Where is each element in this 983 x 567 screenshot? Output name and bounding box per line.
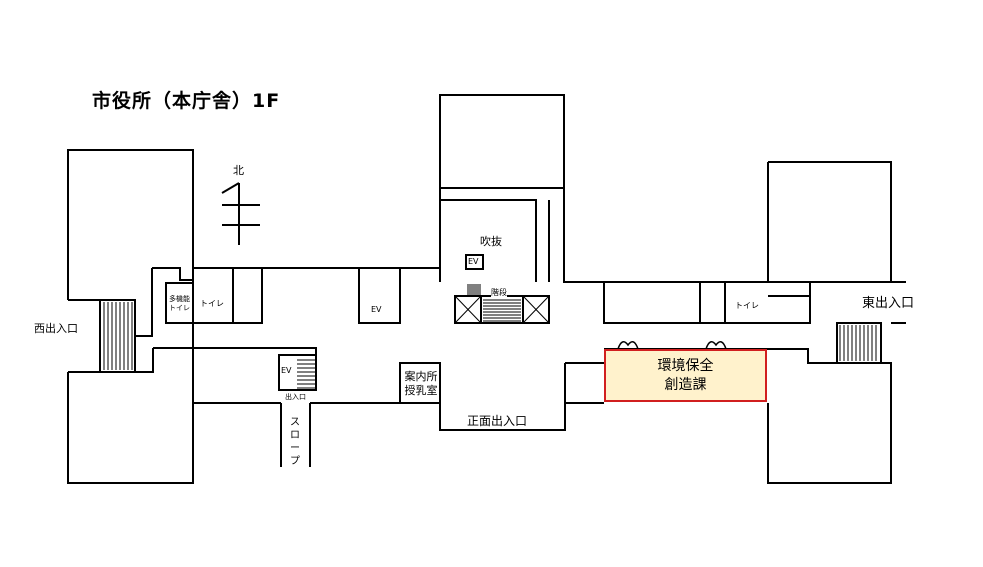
small-exit-label: 出入口: [285, 393, 306, 401]
elevator-label: EV: [371, 305, 382, 314]
slope-label: ス ロ ー プ: [290, 417, 300, 467]
toilet-east-label: トイレ: [735, 301, 759, 310]
multi-toilet-label: 多機能 トイレ: [169, 295, 190, 312]
front-entrance-label: 正面出入口: [467, 414, 528, 428]
toilet-west-label: トイレ: [200, 299, 224, 308]
highlighted-office-name: 環境保全 創造課: [657, 357, 714, 393]
stairs-label: 階段: [491, 288, 507, 297]
elevator-label: EV: [468, 257, 479, 266]
west-entrance-label: 西出入口: [34, 322, 78, 335]
highlighted-office: 環境保全 創造課: [604, 349, 767, 402]
elevator-label: EV: [281, 366, 292, 375]
east-entrance-label: 東出入口: [862, 296, 915, 311]
north-label: 北: [233, 164, 244, 177]
atrium-label: 吹抜: [480, 235, 502, 248]
info-desk-label: 案内所 授乳室: [404, 370, 438, 397]
map-title: 市役所（本庁舎）1F: [92, 90, 281, 112]
